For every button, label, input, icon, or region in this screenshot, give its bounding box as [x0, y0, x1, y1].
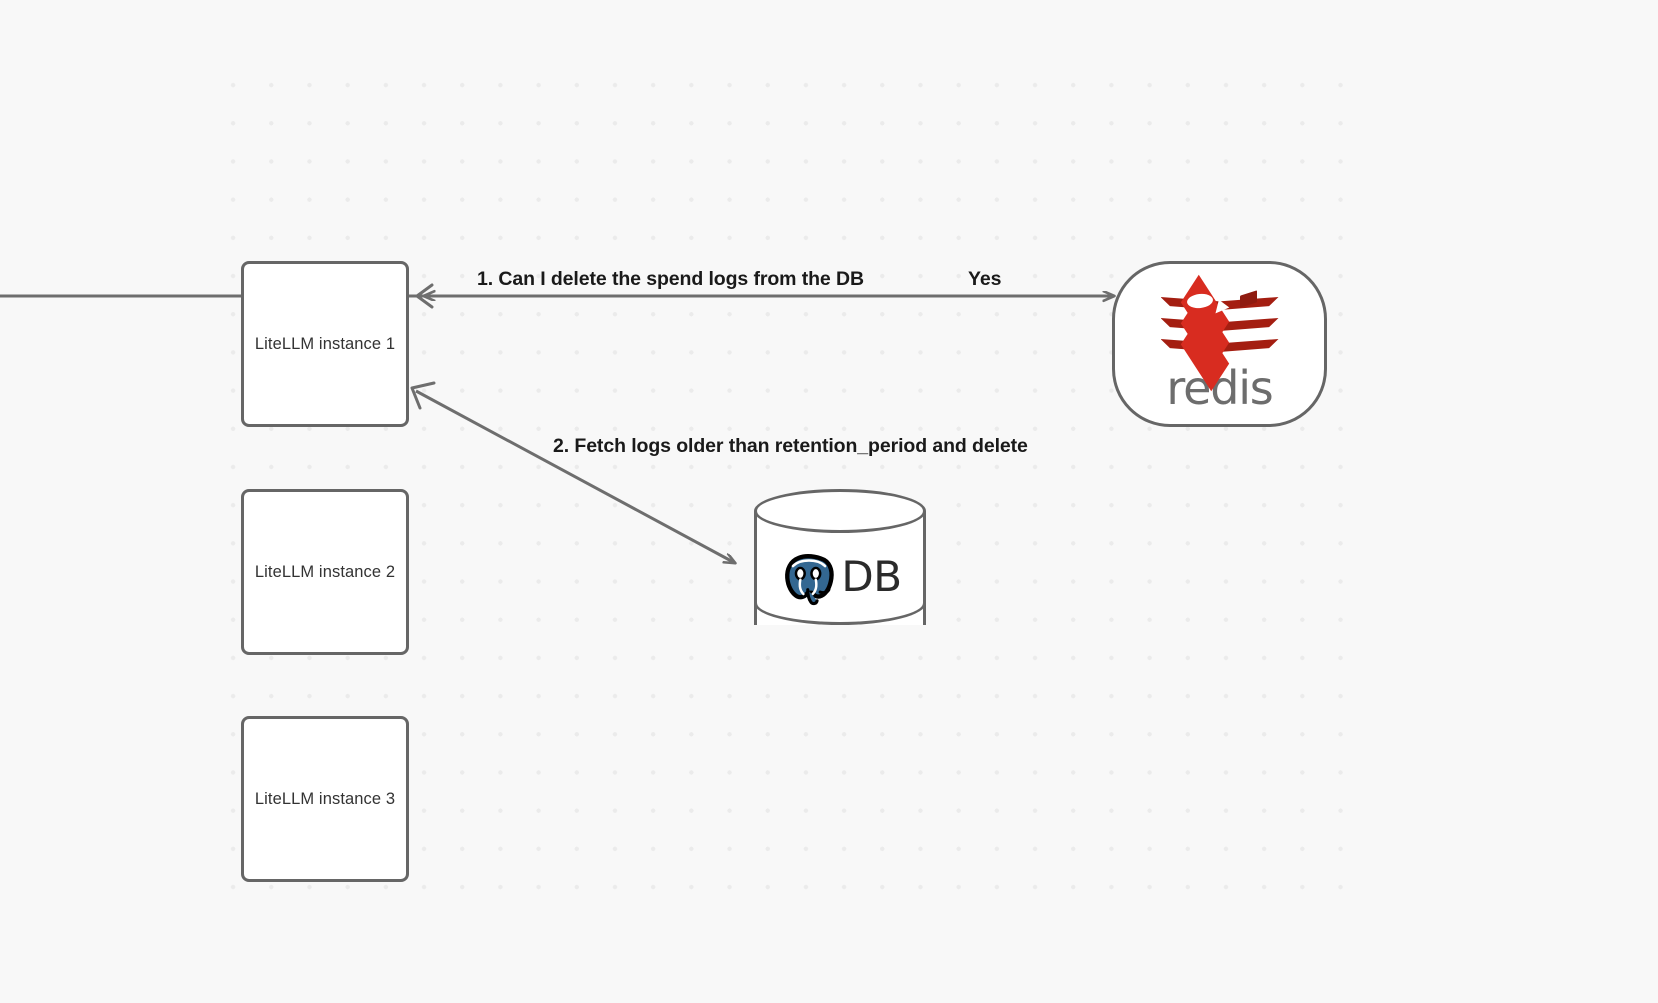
- cylinder-top: [754, 489, 926, 533]
- node-redis[interactable]: ✦ redis: [1112, 261, 1327, 427]
- node-label: LiteLLM instance 1: [254, 334, 396, 353]
- node-label: LiteLLM instance 3: [254, 789, 396, 808]
- db-label: DB: [841, 551, 902, 601]
- node-litellm-instance-2[interactable]: LiteLLM instance 2: [241, 489, 409, 655]
- edge-label-step-1-response: Yes: [968, 268, 1002, 290]
- redis-logo-icon: ✦: [1160, 274, 1279, 392]
- edge-label-step-2: 2. Fetch logs older than retention_perio…: [553, 435, 1028, 457]
- postgresql-elephant-icon: [785, 554, 835, 606]
- edge-label-step-1: 1. Can I delete the spend logs from the …: [477, 268, 864, 290]
- node-postgres-db[interactable]: DB: [754, 489, 926, 647]
- node-label: LiteLLM instance 2: [254, 562, 396, 581]
- node-litellm-instance-3[interactable]: LiteLLM instance 3: [241, 716, 409, 882]
- node-litellm-instance-1[interactable]: LiteLLM instance 1: [241, 261, 409, 427]
